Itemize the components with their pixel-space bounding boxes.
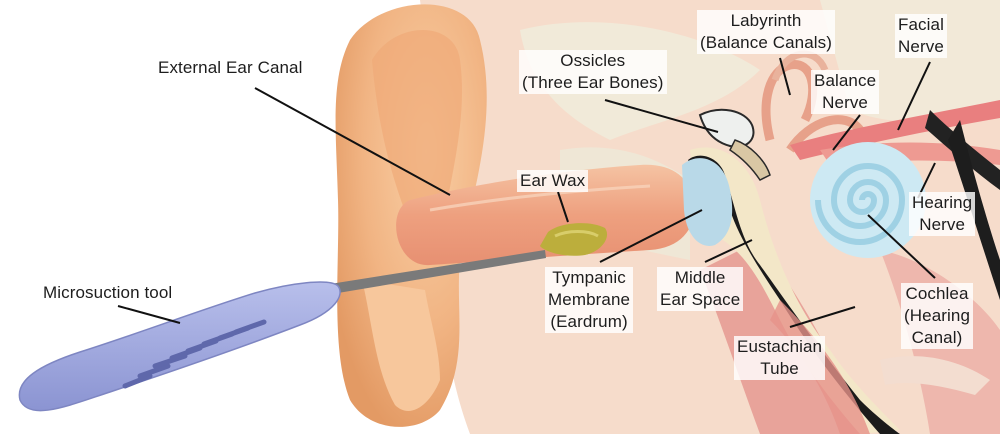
label-labyrinth-line-1: Labyrinth xyxy=(730,11,802,30)
label-cochlea-line-2: (Hearing xyxy=(904,306,970,325)
leader-tympanic-membrane xyxy=(599,209,703,263)
label-eustachian-tube-line-1: Eustachian xyxy=(737,337,823,356)
leader-balance-nerve xyxy=(832,114,861,151)
label-tympanic-membrane: Tympanic Membrane (Eardrum) xyxy=(545,267,634,333)
label-cochlea-line-1: Cochlea xyxy=(905,284,969,303)
label-ear-wax: Ear Wax xyxy=(517,170,589,192)
label-middle-ear-space-line-2: Ear Space xyxy=(660,290,741,309)
label-middle-ear-space: Middle Ear Space xyxy=(657,267,744,311)
leader-lines xyxy=(117,57,936,328)
ear-wax xyxy=(540,223,608,256)
leader-ossicles xyxy=(604,99,719,133)
label-middle-ear-space-line-1: Middle xyxy=(674,268,726,287)
tool-grip-ridges xyxy=(122,319,267,389)
middle-ear xyxy=(682,147,900,434)
leader-ear-wax xyxy=(557,191,569,223)
leader-microsuction-tool xyxy=(117,305,181,324)
leader-labyrinth xyxy=(779,57,791,96)
leader-facial-nerve xyxy=(897,61,931,131)
label-cochlea-line-3: Canal) xyxy=(911,328,963,347)
label-hearing-nerve: Hearing Nerve xyxy=(909,192,976,236)
leader-external-ear-canal xyxy=(254,87,451,196)
cochlea xyxy=(810,142,926,258)
leader-eustachian-tube xyxy=(789,306,856,328)
label-eustachian-tube: Eustachian Tube xyxy=(734,336,826,380)
label-facial-nerve-line-2: Nerve xyxy=(898,37,944,56)
label-balance-nerve-line-2: Nerve xyxy=(822,93,868,112)
label-eustachian-tube-line-2: Tube xyxy=(760,359,799,378)
ear-canal xyxy=(396,164,695,266)
microsuction-tool xyxy=(18,250,546,412)
label-external-ear-canal-text: External Ear Canal xyxy=(158,58,303,77)
label-facial-nerve-line-1: Facial xyxy=(898,15,944,34)
leader-middle-ear-space xyxy=(704,239,753,263)
label-labyrinth: Labyrinth (Balance Canals) xyxy=(697,10,835,54)
leader-cochlea xyxy=(867,214,936,279)
label-facial-nerve: Facial Nerve xyxy=(895,14,947,58)
label-hearing-nerve-line-1: Hearing xyxy=(912,193,973,212)
label-tympanic-membrane-line-1: Tympanic xyxy=(552,268,626,287)
label-ear-wax-text: Ear Wax xyxy=(520,171,586,190)
label-microsuction-tool: Microsuction tool xyxy=(43,282,172,304)
label-external-ear-canal: External Ear Canal xyxy=(158,57,302,79)
label-microsuction-tool-text: Microsuction tool xyxy=(43,283,173,302)
label-tympanic-membrane-line-2: Membrane xyxy=(548,290,631,309)
label-tympanic-membrane-line-3: (Eardrum) xyxy=(550,312,628,331)
label-ossicles-line-2: (Three Ear Bones) xyxy=(522,73,664,92)
label-labyrinth-line-2: (Balance Canals) xyxy=(700,33,832,52)
label-cochlea: Cochlea (Hearing Canal) xyxy=(901,283,973,349)
ossicles xyxy=(698,108,771,181)
label-balance-nerve-line-1: Balance xyxy=(814,71,877,90)
label-balance-nerve: Balance Nerve xyxy=(811,70,880,114)
label-ossicles: Ossicles (Three Ear Bones) xyxy=(519,50,667,94)
label-ossicles-line-1: Ossicles xyxy=(560,51,626,70)
label-hearing-nerve-line-2: Nerve xyxy=(919,215,966,234)
